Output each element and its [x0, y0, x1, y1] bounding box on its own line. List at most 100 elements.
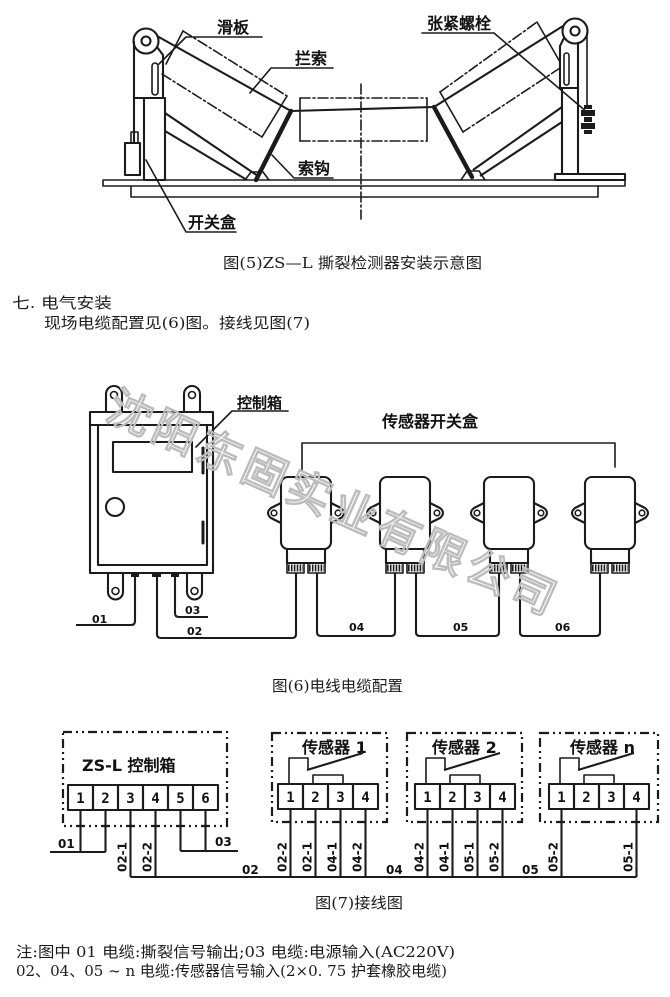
left-pulley-housing: [132, 27, 160, 55]
cable-label-06: 06: [555, 621, 571, 634]
sensor-title: 传感器 2: [431, 738, 497, 757]
ear-hole-right: [537, 509, 545, 517]
cable-01: [76, 573, 137, 627]
right-stand: [553, 17, 627, 182]
cable-label-05: 05: [522, 863, 539, 877]
idler-frames: [164, 106, 563, 181]
rope-line: [156, 25, 564, 113]
bottom-ear-left-hole: [111, 586, 120, 596]
right-pulley-icon: [569, 25, 581, 37]
figure-5-installation-diagram: 滑板 拦索 张紧螺栓 索钩 开关盒 图(5)ZS—L 撕裂检测器安装示意图: [102, 14, 627, 272]
sensor-group-bracket: [301, 442, 616, 471]
sensor-boundary: [405, 731, 524, 824]
controller-boundary: [61, 730, 229, 828]
left-slide-plate-slot: [151, 62, 159, 96]
terminal-number: 1: [423, 790, 431, 806]
right-slide-plate-slot: [563, 52, 570, 86]
label-control-box: 控制箱: [237, 394, 282, 412]
note-line-2: 02、04、05 ~ n 电缆:传感器信号输入(2×0. 75 护套橡胶电缆): [16, 962, 447, 980]
contact-block: [583, 774, 615, 785]
left-roller-top-edge: [182, 30, 288, 97]
figure-6-caption: 图(6)电线电缆配置: [272, 677, 403, 695]
sensor-boundary: [538, 731, 660, 824]
bolt-part: [581, 123, 595, 129]
right-stand-bracket: [558, 37, 580, 90]
controller-terminal-strip: 1 2 3 4 5 6: [66, 783, 220, 812]
notes: 注:图中 01 电缆:撕裂信号输出;03 电缆:电源输入(AC220V) 02、…: [16, 943, 455, 980]
terminal-number: 3: [336, 790, 344, 806]
label-rope-hook: 索钩: [298, 159, 330, 178]
watermark-text: 沈阳东固实业有限公司: [100, 381, 568, 627]
label-tension-bolt: 张紧螺栓: [427, 14, 492, 33]
mounting-ear-right: [429, 502, 445, 524]
cable-label-02: 02: [187, 625, 202, 638]
wire-label: 02-1: [116, 842, 130, 872]
wire-label: 02-1: [301, 842, 315, 872]
ear-hole-left: [473, 509, 481, 517]
bolt-part: [584, 105, 592, 109]
figure-7-wiring-diagram: ZS-L 控制箱 1 2 3 4 5 6 0: [50, 730, 660, 912]
switch-box: [123, 141, 142, 177]
sensor-body: [482, 475, 536, 551]
terminal-number: 1: [76, 791, 84, 807]
cable-02: [155, 573, 298, 640]
switch-contact-blade: [443, 751, 501, 772]
contact-frame: [425, 757, 446, 785]
ear-hole-left: [270, 509, 278, 517]
right-frame-lower: [479, 121, 563, 177]
right-rope-hook: [431, 104, 475, 180]
sensor-neck: [488, 547, 530, 565]
ear-hole-right: [433, 509, 441, 517]
leader-slide-plate: [158, 36, 263, 65]
ear-hole-right: [334, 509, 342, 517]
cable-label-03: 03: [215, 835, 232, 849]
terminal-number: 3: [607, 790, 615, 806]
bottom-ear-right-hole: [190, 586, 199, 596]
cable-label-05: 05: [453, 621, 468, 634]
wire-label: 02-2: [276, 842, 290, 872]
terminal-number: 2: [448, 790, 456, 806]
left-stand-post: [142, 96, 167, 182]
base-plate: [102, 179, 626, 187]
sensor-body: [583, 475, 637, 551]
right-roller-inner-edge: [439, 91, 464, 133]
mounting-ear-left: [570, 502, 586, 524]
right-roller-end-edge: [536, 21, 561, 63]
bolt-part: [584, 130, 592, 134]
sensor-title: 传感器 1: [301, 738, 367, 757]
leader-control-box: [195, 410, 289, 448]
terminal-number: 2: [582, 790, 590, 806]
cable-06: [518, 573, 602, 638]
terminal-number: 3: [473, 790, 481, 806]
sensor-switch-box-3: [469, 475, 549, 574]
left-wing-roller: [161, 30, 288, 138]
cable-label-03: 03: [185, 604, 200, 617]
cable-label-04: 04: [349, 621, 365, 634]
left-rope-hook: [253, 108, 294, 183]
wire-label: 04-1: [326, 842, 340, 872]
sensor-neck: [384, 547, 426, 565]
wiring-sensor-2: 传感器 2 1 2 3 4 04-2 04-1 05-1 05-2: [405, 731, 524, 877]
terminal-number: 4: [498, 790, 506, 806]
sensor-title: 传感器 n: [569, 738, 635, 757]
cable-03: [173, 573, 208, 619]
control-box-outer: [88, 410, 215, 575]
terminal-number: 3: [126, 791, 134, 807]
cable-05: [414, 573, 501, 638]
left-frame-upper: [164, 112, 259, 177]
left-hook-base: [244, 171, 270, 181]
mounting-ear-right: [533, 502, 549, 524]
figure-6-cable-layout: 控制箱 传感器开关盒: [76, 385, 650, 695]
base-channel: [130, 185, 599, 198]
switch-contact-blade: [577, 751, 635, 772]
contact-frame: [288, 757, 309, 785]
label-slide-plate: 滑板: [217, 18, 250, 37]
contact-block: [449, 774, 481, 785]
terminal-number: 1: [557, 790, 565, 806]
cable-label-04: 04: [386, 863, 403, 877]
cable-label-01: 01: [92, 613, 107, 626]
right-stand-foot: [553, 172, 627, 182]
top-ear-left: [104, 385, 124, 412]
right-stand-post: [560, 86, 580, 176]
